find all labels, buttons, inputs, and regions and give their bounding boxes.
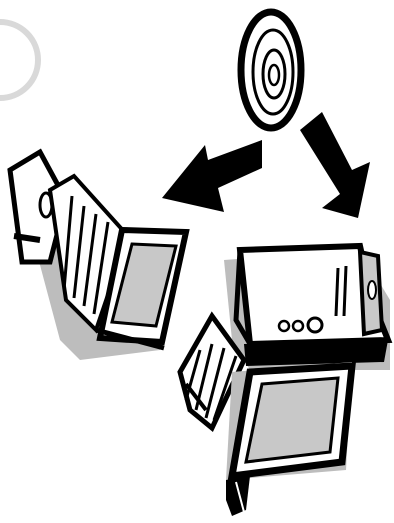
arrow-down-icon	[300, 112, 370, 218]
disc-icon	[241, 12, 301, 128]
partial-circle	[0, 22, 38, 98]
laptop-icon	[10, 152, 186, 360]
desktop-computer-icon	[180, 246, 390, 516]
arrow-left-icon	[162, 140, 262, 212]
